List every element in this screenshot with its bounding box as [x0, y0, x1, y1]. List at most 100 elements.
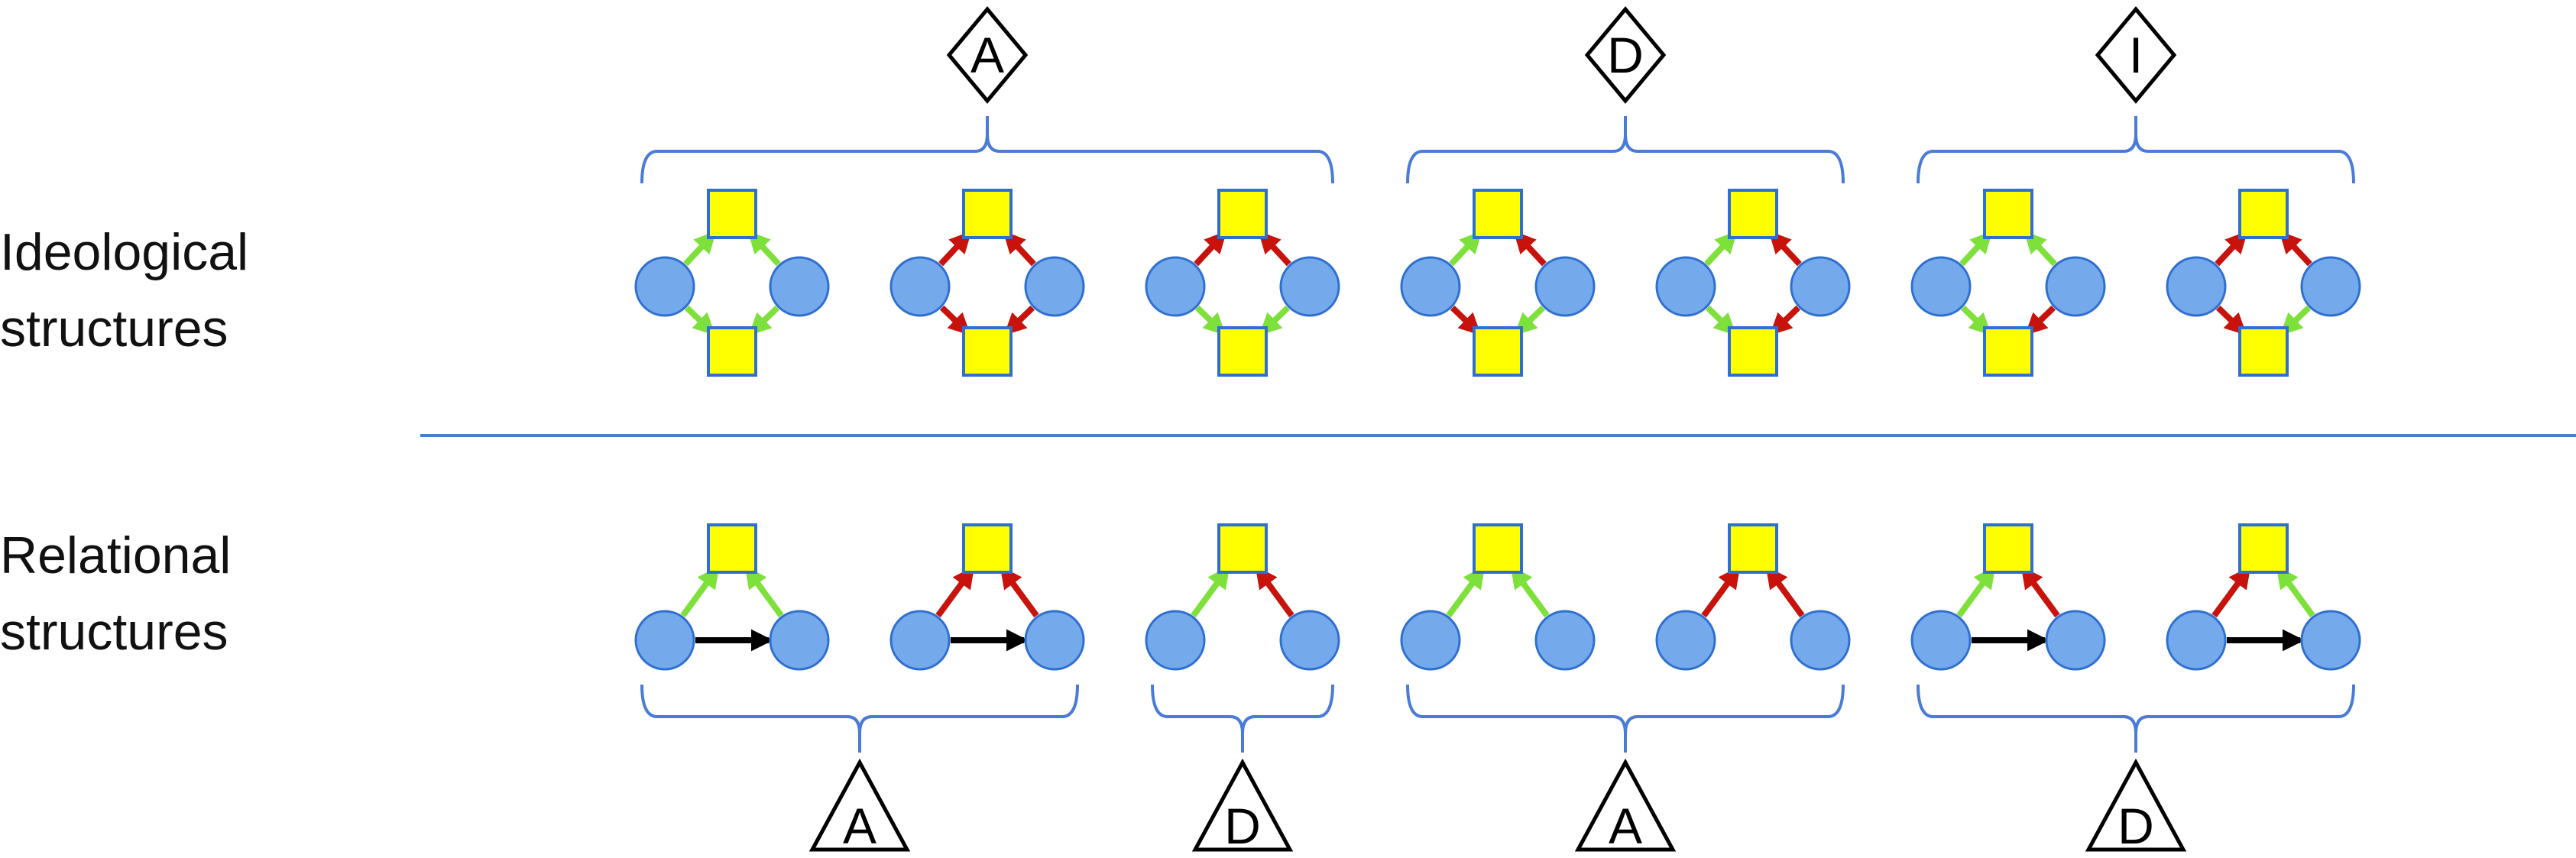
- person-node-right: [2300, 610, 2361, 671]
- ideological-structure: [634, 189, 830, 377]
- issue-node-top: [962, 523, 1013, 574]
- issue-node-top: [1473, 523, 1523, 574]
- person-node-left: [2166, 256, 2227, 317]
- person-node-left: [1910, 610, 1972, 671]
- person-node-left: [1655, 256, 1716, 317]
- ideological-structures-label: Ideological structures: [0, 214, 248, 367]
- relational-group: D: [1917, 684, 2355, 854]
- triangle-marker-label: A: [843, 798, 876, 854]
- tie-arrow-right: [1765, 565, 1805, 618]
- person-node-right: [1024, 256, 1085, 317]
- tie-arrow-right: [744, 565, 784, 618]
- issue-node-top: [1983, 189, 2033, 239]
- tie-arrow-right: [2020, 565, 2060, 618]
- person-node-right: [2300, 256, 2361, 317]
- person-node-left: [889, 610, 951, 671]
- triangle-marker-label: D: [1224, 798, 1261, 854]
- issue-node-top: [707, 189, 757, 239]
- person-node-left: [1910, 256, 1972, 317]
- tie-arrow-left: [1446, 565, 1486, 618]
- issue-node-bottom: [1728, 326, 1778, 377]
- person-node-right: [1279, 256, 1340, 317]
- group-bracket: [1406, 134, 1845, 184]
- person-node-left: [1655, 610, 1716, 671]
- issue-node-bottom: [2238, 326, 2289, 377]
- relational-structure: [1910, 523, 2106, 671]
- issue-node-top: [1473, 189, 1523, 239]
- ideological-group: A: [640, 6, 1334, 184]
- triangle-marker: [1191, 758, 1294, 852]
- relational-structure: [1400, 523, 1596, 671]
- group-bracket: [1917, 684, 2355, 734]
- relational-structure: [889, 523, 1085, 671]
- person-node-right: [1024, 610, 1085, 671]
- person-node-left: [634, 610, 695, 671]
- ideological-group: I: [1917, 6, 2355, 184]
- issue-node-top: [2238, 189, 2289, 239]
- person-node-right: [1790, 256, 1851, 317]
- person-node-right: [2045, 256, 2106, 317]
- person-node-right: [1790, 610, 1851, 671]
- triangle-marker-label: A: [1609, 798, 1642, 854]
- relational-structure: [1655, 523, 1851, 671]
- tie-arrow-left: [2211, 565, 2251, 618]
- person-node-left: [2166, 610, 2227, 671]
- relational-structures: [634, 523, 2361, 671]
- tie-arrow-left: [1701, 565, 1741, 618]
- group-bracket: [640, 134, 1334, 184]
- issue-node-bottom: [707, 326, 757, 377]
- ideological-structure: [1910, 189, 2106, 377]
- triangle-marker: [2085, 758, 2187, 852]
- ideological-structures: [634, 189, 2361, 377]
- group-bracket: [1917, 134, 2355, 184]
- ideological-label-line-2: structures: [0, 299, 228, 358]
- relational-group: D: [1151, 684, 1334, 854]
- issue-node-top: [1728, 189, 1778, 239]
- person-node-right: [769, 256, 830, 317]
- diamond-marker: [1584, 6, 1667, 104]
- relational-structures-label: Relational structures: [0, 517, 231, 670]
- ideological-structure: [1655, 189, 1851, 377]
- person-node-left: [1145, 610, 1206, 671]
- tie-arrow-right: [1000, 565, 1039, 618]
- diamond-marker: [946, 6, 1029, 104]
- issue-node-top: [1983, 523, 2033, 574]
- ideological-structure: [1400, 189, 1596, 377]
- triangle-marker: [808, 758, 911, 852]
- issue-node-bottom: [1217, 326, 1268, 377]
- person-node-left: [1145, 256, 1206, 317]
- tie-arrow-left: [1191, 565, 1230, 618]
- ideological-label-line-1: Ideological: [0, 223, 249, 281]
- relational-structure: [2166, 523, 2361, 671]
- ideological-structure: [1145, 189, 1340, 377]
- person-node-right: [1279, 610, 1340, 671]
- issue-node-top: [1217, 523, 1268, 574]
- person-node-right: [1534, 610, 1596, 671]
- issue-node-bottom: [962, 326, 1013, 377]
- issue-node-top: [707, 523, 757, 574]
- issue-node-top: [1728, 523, 1778, 574]
- group-bracket: [1151, 684, 1334, 734]
- tie-arrow-left: [1956, 565, 1996, 618]
- group-bracket: [640, 684, 1079, 734]
- triangle-marker: [1574, 758, 1677, 852]
- issue-node-top: [962, 189, 1013, 239]
- person-node-left: [634, 256, 695, 317]
- issue-node-top: [1217, 189, 1268, 239]
- person-node-right: [769, 610, 830, 671]
- relational-label-line-2: structures: [0, 603, 228, 661]
- issue-node-top: [2238, 523, 2289, 574]
- tie-arrow-right: [1510, 565, 1550, 618]
- ideological-structure: [2166, 189, 2361, 377]
- ideological-group: D: [1406, 6, 1845, 184]
- relational-structure: [634, 523, 830, 671]
- tie-arrow-left: [935, 565, 975, 618]
- person-node-right: [1534, 256, 1596, 317]
- tie-arrow-left: [680, 565, 720, 618]
- issue-node-bottom: [1983, 326, 2033, 377]
- group-bracket: [1406, 684, 1845, 734]
- ideological-structure: [889, 189, 1085, 377]
